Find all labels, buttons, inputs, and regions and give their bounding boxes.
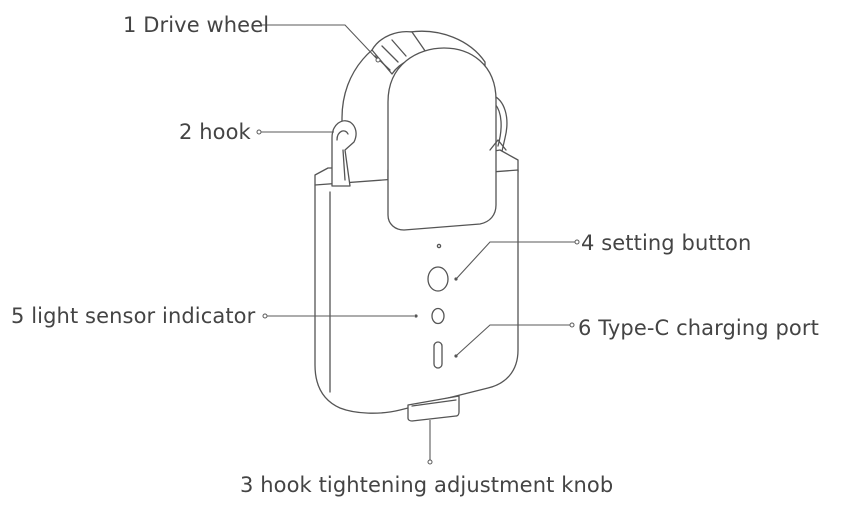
adjustment-knob-part (407, 395, 460, 422)
lock-body (314, 169, 519, 414)
label-adjustment-knob: 3 hook tightening adjustment knob (240, 473, 613, 497)
label-setting-button: 4 setting button (581, 231, 751, 255)
rear-lug (489, 139, 507, 151)
front-cover-plate (387, 47, 497, 231)
label-hook: 2 hook (179, 120, 252, 144)
indicator-pinhole (436, 243, 442, 249)
callout-line-drive-wheel (262, 24, 379, 61)
smart-lock-illustration (314, 30, 519, 422)
label-drive-wheel: 1 Drive wheel (123, 13, 269, 37)
label-light-sensor: 5 light sensor indicator (11, 304, 256, 328)
usb-c-port-part (433, 341, 443, 369)
hook-part (331, 120, 357, 187)
setting-button-part (427, 266, 449, 292)
callout-line-charging-port (456, 324, 570, 356)
light-sensor-part (431, 307, 445, 325)
callout-lines (256, 24, 580, 465)
callout-line-setting-button (456, 241, 575, 279)
label-charging-port: 6 Type-C charging port (578, 316, 819, 340)
